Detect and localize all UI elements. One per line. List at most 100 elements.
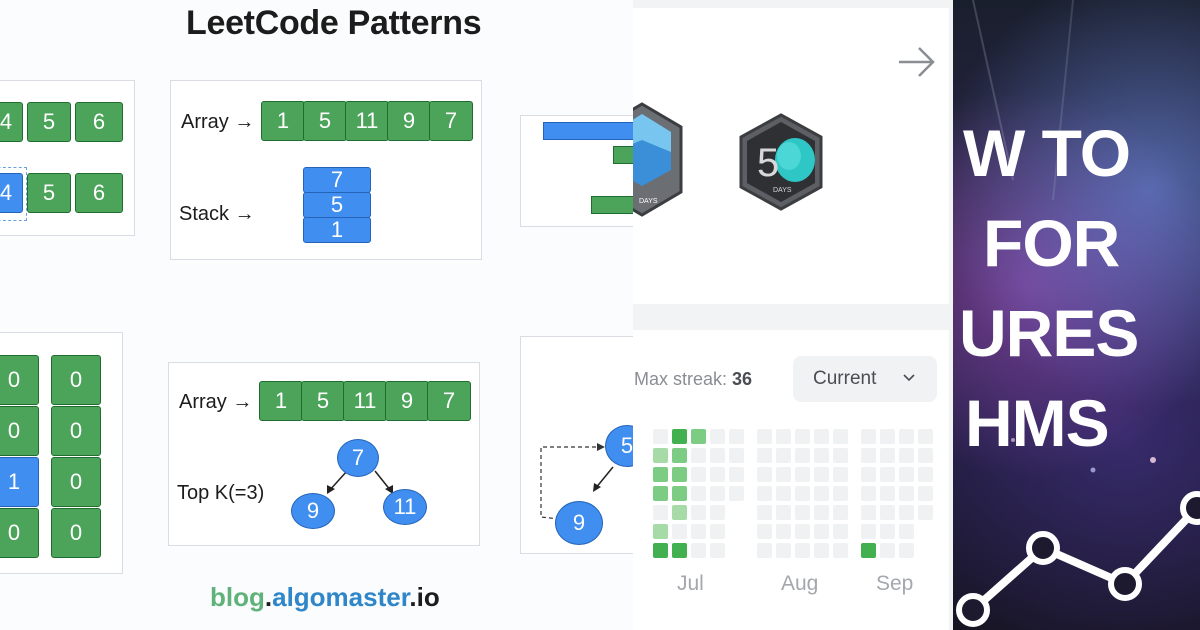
heatmap-cell[interactable] <box>861 486 876 501</box>
heatmap-cell[interactable] <box>833 467 848 482</box>
heatmap-cell[interactable] <box>880 429 895 444</box>
heatmap-cell[interactable] <box>814 448 829 463</box>
heatmap-cell[interactable] <box>861 467 876 482</box>
heatmap-cell[interactable] <box>710 429 725 444</box>
heatmap-cell[interactable] <box>776 524 791 539</box>
heatmap-cell[interactable] <box>691 448 706 463</box>
heatmap-cell[interactable] <box>776 429 791 444</box>
heatmap-cell[interactable] <box>691 524 706 539</box>
heatmap-cell[interactable] <box>833 448 848 463</box>
heatmap-cell[interactable] <box>814 429 829 444</box>
badge-number: 5 <box>757 141 779 185</box>
heatmap-cell[interactable] <box>880 524 895 539</box>
heatmap-cell[interactable] <box>899 467 914 482</box>
heatmap-cell[interactable] <box>757 429 772 444</box>
heatmap-cell[interactable] <box>795 505 810 520</box>
heatmap-cell[interactable] <box>653 448 668 463</box>
heatmap-cell[interactable] <box>880 467 895 482</box>
heatmap-cell[interactable] <box>672 486 687 501</box>
hero-line-3: URES <box>959 296 1139 370</box>
heatmap-cell[interactable] <box>691 543 706 558</box>
graph-edges <box>540 443 614 520</box>
heatmap-cell[interactable] <box>757 486 772 501</box>
heatmap-cell[interactable] <box>795 524 810 539</box>
heatmap-cell[interactable] <box>795 448 810 463</box>
heatmap-cell[interactable] <box>776 543 791 558</box>
heatmap-cell[interactable] <box>710 524 725 539</box>
heatmap-cell[interactable] <box>691 505 706 520</box>
heatmap-cell[interactable] <box>757 505 772 520</box>
heatmap-cell[interactable] <box>899 505 914 520</box>
heatmap-cell[interactable] <box>880 448 895 463</box>
heatmap-cell[interactable] <box>653 505 668 520</box>
heatmap-cell[interactable] <box>776 486 791 501</box>
heatmap-cell[interactable] <box>729 448 744 463</box>
heatmap-cell[interactable] <box>672 448 687 463</box>
heatmap-cell[interactable] <box>729 486 744 501</box>
heatmap-cell[interactable] <box>653 524 668 539</box>
period-dropdown[interactable]: Current <box>793 356 937 402</box>
heatmap-cell[interactable] <box>918 486 933 501</box>
heatmap-cell[interactable] <box>814 467 829 482</box>
heatmap-cell[interactable] <box>795 486 810 501</box>
heatmap-cell[interactable] <box>861 543 876 558</box>
heatmap-cell[interactable] <box>691 467 706 482</box>
heatmap-cell[interactable] <box>880 505 895 520</box>
heatmap-cell[interactable] <box>710 505 725 520</box>
heatmap-cell[interactable] <box>814 505 829 520</box>
heatmap-cell[interactable] <box>814 524 829 539</box>
heatmap-cell[interactable] <box>653 429 668 444</box>
heatmap-cell[interactable] <box>861 505 876 520</box>
heatmap-cell[interactable] <box>757 543 772 558</box>
heatmap-cell[interactable] <box>833 505 848 520</box>
heatmap-cell[interactable] <box>757 467 772 482</box>
heatmap-cell[interactable] <box>814 543 829 558</box>
heatmap-cell[interactable] <box>672 543 687 558</box>
heatmap-cell[interactable] <box>672 467 687 482</box>
heatmap-cell[interactable] <box>795 429 810 444</box>
heatmap-cell[interactable] <box>880 543 895 558</box>
heatmap-cell[interactable] <box>710 448 725 463</box>
heatmap-cell[interactable] <box>899 543 914 558</box>
heatmap-cell[interactable] <box>776 505 791 520</box>
heatmap-cell[interactable] <box>757 524 772 539</box>
heatmap-cell[interactable] <box>672 429 687 444</box>
heatmap-cell[interactable] <box>795 543 810 558</box>
heatmap-cell[interactable] <box>653 543 668 558</box>
heatmap-cell[interactable] <box>861 448 876 463</box>
heatmap-cell[interactable] <box>861 429 876 444</box>
heatmap-cell[interactable] <box>653 467 668 482</box>
heatmap-cell[interactable] <box>691 486 706 501</box>
heatmap-cell[interactable] <box>833 543 848 558</box>
heatmap-cell[interactable] <box>710 543 725 558</box>
heatmap-cell[interactable] <box>672 505 687 520</box>
heatmap-cell[interactable] <box>880 486 895 501</box>
heatmap-cell[interactable] <box>833 429 848 444</box>
heatmap-cell[interactable] <box>861 524 876 539</box>
heatmap-cell[interactable] <box>918 505 933 520</box>
heatmap-cell[interactable] <box>757 448 772 463</box>
heatmap-cell[interactable] <box>899 524 914 539</box>
heatmap-cell[interactable] <box>710 467 725 482</box>
heatmap-cell[interactable] <box>729 467 744 482</box>
streak-badge-icon[interactable]: DAYS <box>633 100 685 220</box>
heatmap-cell[interactable] <box>918 448 933 463</box>
heatmap-cell[interactable] <box>710 486 725 501</box>
heatmap-cell[interactable] <box>729 429 744 444</box>
heatmap-cell[interactable] <box>918 467 933 482</box>
heatmap-cell[interactable] <box>899 429 914 444</box>
heatmap-cell[interactable] <box>776 467 791 482</box>
heatmap-cell[interactable] <box>776 448 791 463</box>
heatmap-cell[interactable] <box>795 467 810 482</box>
arrow-right-icon[interactable] <box>897 44 937 80</box>
heatmap-cell[interactable] <box>833 486 848 501</box>
heatmap-cell[interactable] <box>691 429 706 444</box>
heatmap-cell[interactable] <box>814 486 829 501</box>
heatmap-cell[interactable] <box>899 486 914 501</box>
heatmap-cell[interactable] <box>833 524 848 539</box>
heatmap-cell[interactable] <box>672 524 687 539</box>
heatmap-cell[interactable] <box>918 429 933 444</box>
fifty-days-badge-icon[interactable]: 5 DAYS <box>737 112 825 212</box>
heatmap-cell[interactable] <box>899 448 914 463</box>
heatmap-cell[interactable] <box>653 486 668 501</box>
